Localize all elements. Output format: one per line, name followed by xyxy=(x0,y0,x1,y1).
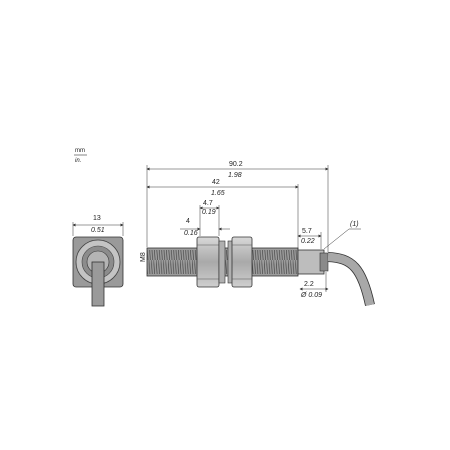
cable xyxy=(327,252,375,306)
dim-cable-in: Ø 0.09 xyxy=(300,292,322,299)
callout-label: (1) xyxy=(350,221,359,228)
cable-gland xyxy=(319,252,329,272)
dim-nut-thk-mm: 4 xyxy=(186,218,190,225)
end-view-cable xyxy=(91,261,105,307)
washer-left xyxy=(218,240,226,284)
nut-right xyxy=(231,236,253,288)
thread-label: M8 xyxy=(140,252,147,262)
dim-end-cap-in: 0.22 xyxy=(301,238,315,245)
side-view: M8 90.2 1.98 42 1.65 4.7 0.19 4 0.16 5.7… xyxy=(140,161,375,307)
dim-nut-width-mm: 4.7 xyxy=(203,200,213,207)
dim-overall-in: 1.98 xyxy=(228,172,242,179)
end-view: 13 0.51 xyxy=(72,215,124,307)
nut-left xyxy=(196,236,220,288)
dim-nut-width-in: 0.19 xyxy=(202,209,216,216)
dim-across-flats-in: 0.51 xyxy=(91,227,105,234)
dim-nut-thk-in: 0.16 xyxy=(184,230,198,237)
callout-leader xyxy=(323,228,350,250)
unit-mm: mm xyxy=(75,148,85,154)
dim-end-cap-mm: 5.7 xyxy=(302,228,312,235)
dim-overall-mm: 90.2 xyxy=(229,161,243,168)
dim-cable-mm: 2.2 xyxy=(304,281,314,288)
unit-inch: in. xyxy=(75,158,81,164)
dim-across-flats-mm: 13 xyxy=(93,215,101,222)
dim-body-in: 1.65 xyxy=(211,190,225,197)
dim-body-mm: 42 xyxy=(212,179,220,186)
units-legend: mm in. xyxy=(74,148,87,164)
